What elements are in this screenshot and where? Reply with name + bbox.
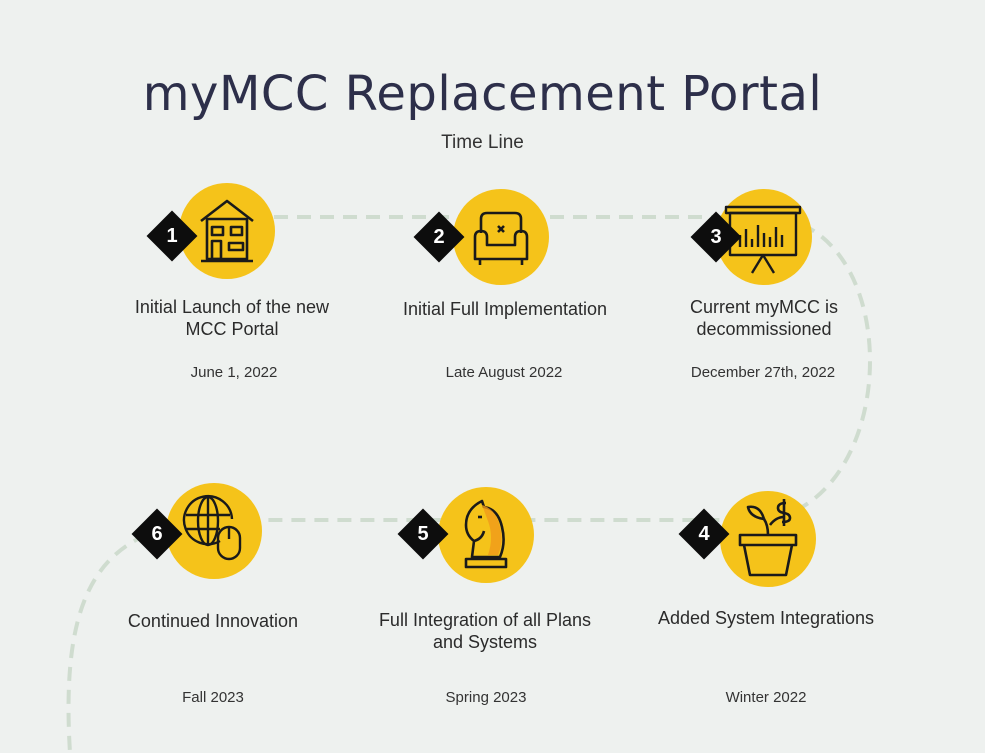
milestone-3-diamond: 3 <box>690 211 742 263</box>
milestone-4-diamond: 4 <box>678 508 730 560</box>
milestone-2-date: Late August 2022 <box>445 364 563 381</box>
milestone-3-number: 3 <box>710 226 722 248</box>
milestone-2-number: 2 <box>433 226 445 248</box>
milestone-5-circle <box>438 487 534 583</box>
globe-mouse-icon <box>182 495 242 561</box>
milestone-1-number: 1 <box>166 225 178 247</box>
page-title: myMCC Replacement Portal <box>142 66 823 122</box>
plant-money-icon <box>738 499 798 577</box>
milestone-6-circle <box>166 483 262 579</box>
milestone-5-label: Full Integration of all Plans and System… <box>378 610 592 652</box>
milestone-2-diamond: 2 <box>413 211 465 263</box>
milestone-6-label: Continued Innovation <box>127 611 299 631</box>
milestone-1-diamond: 1 <box>146 210 198 262</box>
milestone-2-circle <box>453 189 549 285</box>
milestone-4-date: Winter 2022 <box>725 689 807 706</box>
milestone-4-circle <box>720 491 816 587</box>
milestone-1-date: June 1, 2022 <box>190 364 278 381</box>
milestone-1-label: Initial Launch of the new MCC Portal <box>134 297 330 339</box>
milestone-4-number: 4 <box>698 523 710 545</box>
sofa-icon <box>473 211 529 265</box>
page-subtitle: Time Line <box>441 132 524 153</box>
milestone-5-number: 5 <box>417 523 429 545</box>
milestone-4-label: Added System Integrations <box>657 608 875 628</box>
milestone-3-date: December 27th, 2022 <box>690 364 836 381</box>
milestone-6-diamond: 6 <box>131 508 183 560</box>
chess-knight-icon <box>464 499 508 569</box>
milestone-5-diamond: 5 <box>397 508 449 560</box>
milestone-2-label: Initial Full Implementation <box>402 299 608 319</box>
milestone-6-number: 6 <box>151 523 163 545</box>
milestone-1-circle <box>179 183 275 279</box>
milestone-6-date: Fall 2023 <box>182 689 244 706</box>
building-icon <box>200 199 254 263</box>
milestone-3-label: Current myMCC is decommissioned <box>689 297 838 339</box>
milestone-5-date: Spring 2023 <box>445 689 527 706</box>
